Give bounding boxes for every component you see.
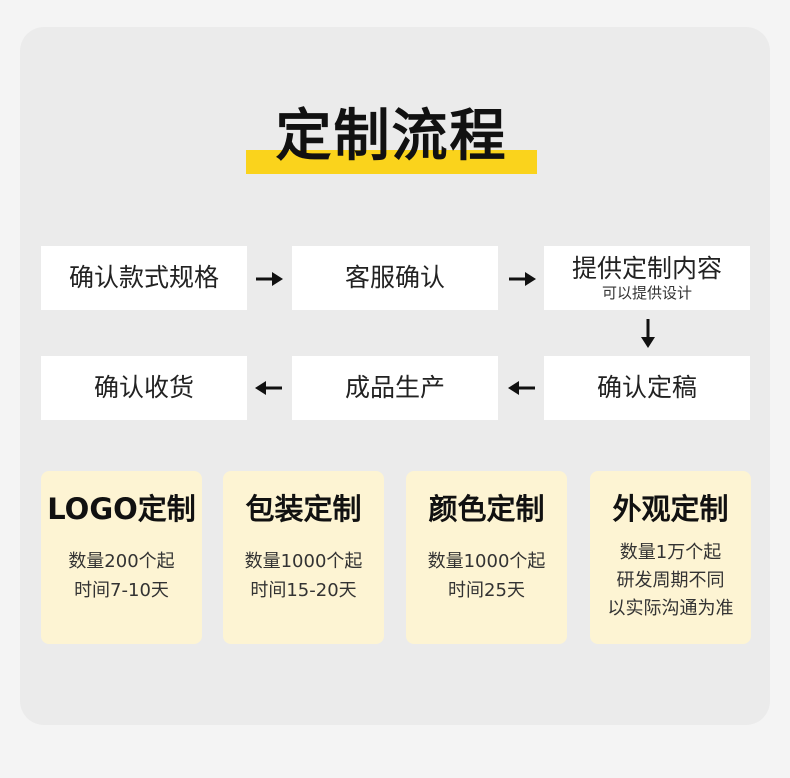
card-title: 外观定制 [612, 492, 729, 526]
card-appearance-custom: 外观定制 数量1万个起 研发周期不同 以实际沟通为准 [590, 471, 751, 644]
step-production: 成品生产 [292, 356, 498, 420]
card-line: 时间25天 [448, 580, 525, 601]
step-label: 确认定稿 [596, 373, 697, 402]
card-line: 时间7-10天 [74, 580, 169, 601]
card-line: 数量1000个起 [427, 551, 546, 572]
card-line: 数量200个起 [68, 551, 175, 572]
step-label: 提供定制内容 [571, 254, 722, 283]
page-title-block: 定制流程 [246, 100, 537, 174]
step-confirm-receipt: 确认收货 [41, 356, 247, 420]
step-confirm-spec: 确认款式规格 [41, 246, 247, 310]
card-line: 数量1000个起 [244, 551, 363, 572]
card-line: 时间15-20天 [250, 580, 357, 601]
arrow-left-icon [255, 381, 282, 395]
card-title: LOGO定制 [47, 492, 196, 526]
card-color-custom: 颜色定制 数量1000个起 时间25天 [406, 471, 567, 644]
card-title: 包装定制 [245, 492, 362, 526]
step-label: 确认款式规格 [68, 263, 219, 292]
step-label: 客服确认 [344, 263, 445, 292]
step-sublabel: 可以提供设计 [601, 284, 692, 302]
card-title: 颜色定制 [428, 492, 545, 526]
card-line: 数量1万个起 [619, 542, 722, 563]
arrow-right-icon [509, 272, 536, 286]
card-line: 研发周期不同 [616, 570, 725, 591]
arrow-right-icon [256, 272, 283, 286]
title-highlight-bar [246, 150, 537, 174]
page-title: 定制流程 [275, 104, 508, 169]
arrow-down-icon [641, 319, 655, 348]
step-label: 成品生产 [344, 373, 445, 402]
step-service-confirm: 客服确认 [292, 246, 498, 310]
step-provide-content: 提供定制内容 可以提供设计 [544, 246, 750, 310]
arrow-left-icon [508, 381, 535, 395]
card-line: 以实际沟通为准 [607, 598, 734, 619]
step-confirm-final: 确认定稿 [544, 356, 750, 420]
card-logo-custom: LOGO定制 数量200个起 时间7-10天 [41, 471, 202, 644]
step-label: 确认收货 [93, 373, 194, 402]
card-package-custom: 包装定制 数量1000个起 时间15-20天 [223, 471, 384, 644]
